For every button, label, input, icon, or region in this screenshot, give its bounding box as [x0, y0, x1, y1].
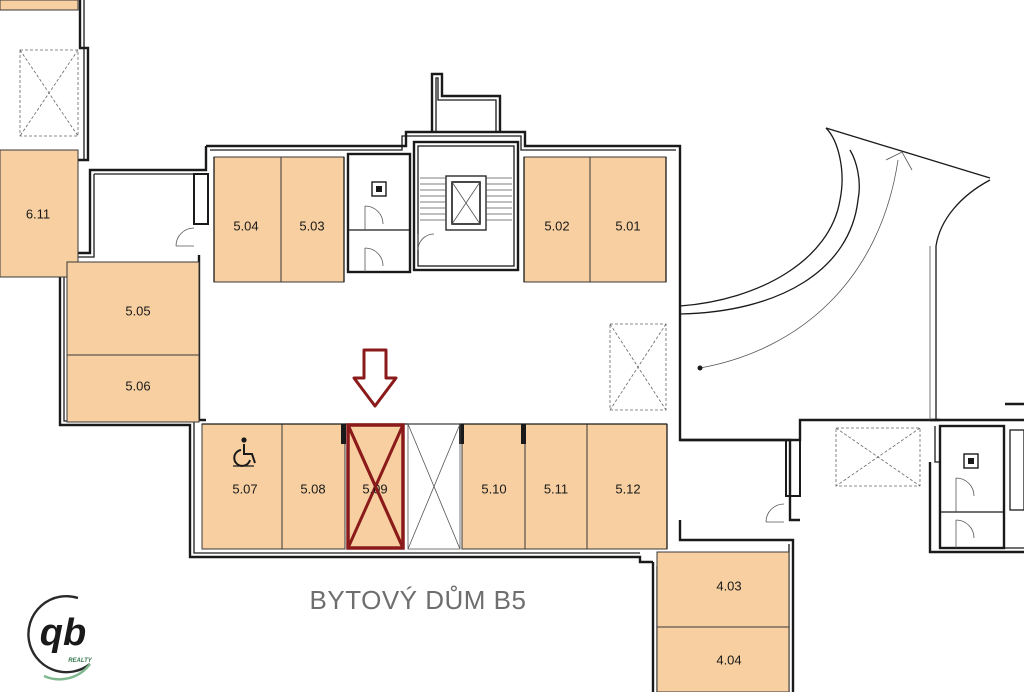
- label-4-03: 4.03: [716, 578, 741, 593]
- unit-5-08[interactable]: [281, 423, 346, 550]
- pointer-arrow-icon: [352, 348, 398, 408]
- label-5-12: 5.12: [615, 481, 640, 496]
- label-5-10: 5.10: [481, 481, 506, 496]
- unit-5-01[interactable]: [589, 156, 667, 283]
- label-5-01: 5.01: [615, 218, 640, 233]
- label-6-11: 6.11: [26, 206, 50, 221]
- right-rooms: [765, 424, 1024, 550]
- unit-5-06[interactable]: [66, 354, 200, 423]
- units: [0, 149, 790, 692]
- unit-5-12[interactable]: [586, 423, 668, 550]
- logo-subtitle: REALTY: [68, 658, 93, 664]
- company-logo: qb REALTY: [27, 595, 93, 681]
- unit-5-11[interactable]: [524, 423, 588, 550]
- label-5-06: 5.06: [125, 378, 150, 393]
- ramp: [679, 127, 991, 420]
- unit-5-05[interactable]: [66, 261, 200, 356]
- building-title: BYTOVÝ DŮM B5: [310, 584, 527, 615]
- label-5-05: 5.05: [125, 303, 150, 318]
- label-5-11: 5.11: [544, 481, 568, 496]
- utility-room: [346, 152, 412, 274]
- label-5-07: 5.07: [232, 481, 257, 496]
- label-5-03: 5.03: [299, 218, 324, 233]
- unit-5-10[interactable]: [461, 423, 526, 550]
- stair-core: [412, 140, 520, 272]
- unit-4-03[interactable]: [656, 551, 790, 628]
- unit-5-02[interactable]: [523, 156, 591, 283]
- light-shafts: [19, 49, 921, 550]
- wheelchair-icon: [233, 437, 256, 467]
- unit-labels: 6.11 5.04 5.03 5.02 5.01 5.05 5.06 5.07 …: [26, 206, 742, 667]
- logo-mark: qb: [40, 612, 86, 654]
- unit-5-07[interactable]: [201, 423, 283, 550]
- unit-5-04[interactable]: [213, 156, 282, 283]
- label-5-04: 5.04: [233, 218, 258, 233]
- unit-6-11[interactable]: [0, 149, 79, 278]
- label-5-02: 5.02: [544, 218, 569, 233]
- label-5-08: 5.08: [300, 481, 325, 496]
- unit-4-04[interactable]: [656, 626, 790, 692]
- unit-5-03[interactable]: [280, 156, 345, 283]
- label-4-04: 4.04: [716, 652, 741, 667]
